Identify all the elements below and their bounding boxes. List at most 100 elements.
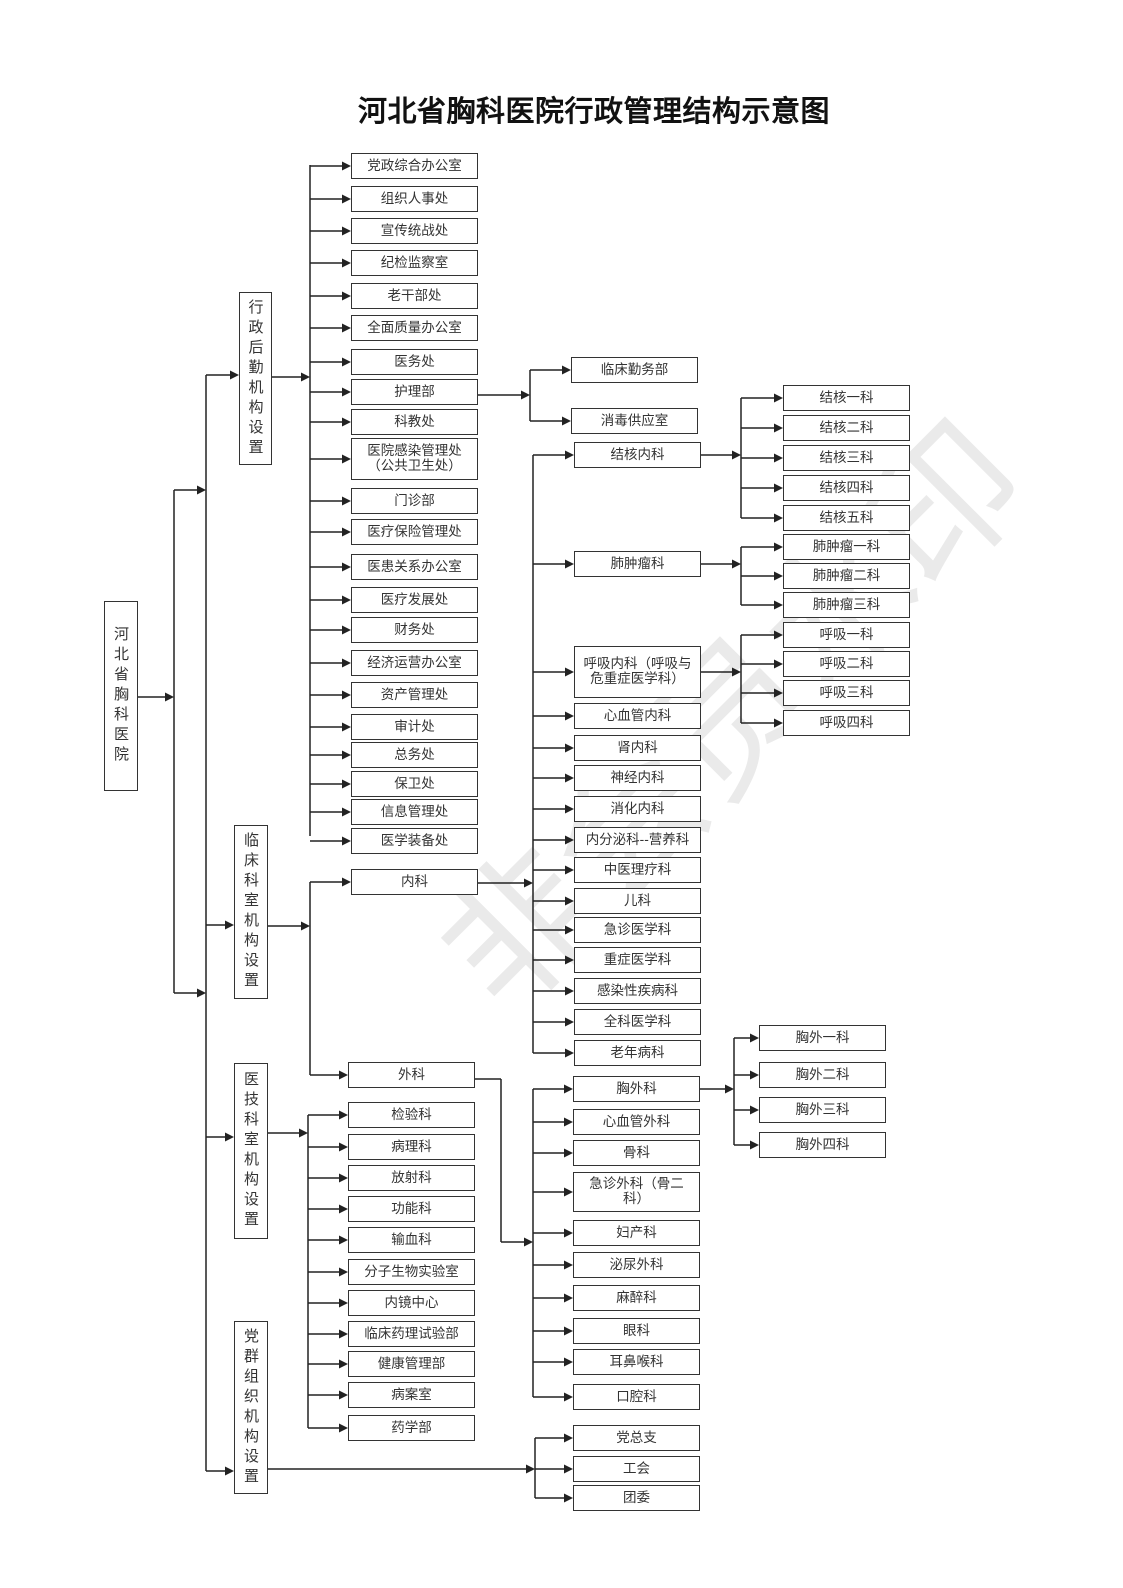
arrowhead-icon (339, 1267, 348, 1277)
arrowhead-icon (564, 1260, 573, 1270)
tb-ward-1: 结核二科 (783, 415, 910, 441)
admin-dept-14: 财务处 (351, 617, 478, 643)
surgery-dept-0: 胸外科 (573, 1076, 700, 1102)
internal-med-3-label: 心血管内科 (603, 707, 672, 724)
arrowhead-icon (564, 1084, 573, 1094)
cat-admin-label: 行政后勤机构设置 (246, 298, 265, 459)
medtech-dept-5: 分子生物实验室 (348, 1259, 475, 1285)
arrowhead-icon (301, 372, 310, 382)
arrowhead-icon (564, 1228, 573, 1238)
admin-dept-3: 纪检监察室 (351, 250, 478, 276)
arrowhead-icon (342, 161, 351, 171)
arrowhead-icon (339, 1173, 348, 1183)
medtech-dept-3: 功能科 (348, 1196, 475, 1222)
internal-med-12-label: 感染性疾病科 (597, 982, 678, 999)
admin-dept-6-label: 医务处 (394, 353, 435, 370)
medtech-dept-6: 内镜中心 (348, 1290, 475, 1316)
cat-medtech-label: 医技科室机构设置 (242, 1071, 260, 1231)
medtech-dept-0-label: 检验科 (391, 1106, 432, 1123)
arrowhead-icon (165, 692, 174, 702)
internal-med-9: 儿科 (574, 888, 701, 914)
internal-med-10-label: 急诊医学科 (603, 921, 672, 938)
arrowhead-icon (339, 1142, 348, 1152)
arrowhead-icon (565, 450, 574, 460)
arrowhead-icon (564, 1326, 573, 1336)
arrowhead-icon (732, 559, 741, 569)
arrowhead-icon (774, 513, 783, 523)
tb-ward-1-label: 结核二科 (819, 419, 874, 436)
arrowhead-icon (225, 920, 234, 930)
admin-dept-1: 组织人事处 (351, 186, 478, 212)
root-node-label: 河北省胸科医院 (112, 626, 130, 766)
arrowhead-icon (197, 485, 206, 495)
party-org-0-label: 党总支 (616, 1429, 657, 1446)
arrowhead-icon (524, 878, 533, 888)
admin-dept-0-label: 党政综合办公室 (367, 157, 462, 174)
arrowhead-icon (565, 865, 574, 875)
arrowhead-icon (562, 416, 571, 426)
admin-dept-13: 医疗发展处 (351, 587, 478, 613)
medtech-dept-1: 病理科 (348, 1134, 475, 1160)
surgery-dept-4-label: 妇产科 (616, 1224, 657, 1241)
chart-title: 河北省胸科医院行政管理结构示意图 (357, 94, 830, 128)
arrowhead-icon (774, 453, 783, 463)
medtech-dept-9-label: 病案室 (391, 1386, 432, 1403)
arrowhead-icon (342, 877, 351, 887)
arrowhead-icon (339, 1110, 348, 1120)
medtech-dept-10-label: 药学部 (391, 1419, 432, 1436)
arrowhead-icon (342, 779, 351, 789)
arrowhead-icon (339, 1390, 348, 1400)
admin-dept-18: 总务处 (351, 742, 478, 768)
arrowhead-icon (774, 542, 783, 552)
lung-tumor-ward-0-label: 肺肿瘤一科 (812, 538, 881, 555)
arrowhead-icon (339, 1204, 348, 1214)
arrowhead-icon (342, 496, 351, 506)
internal-med-1-label: 肺肿瘤科 (610, 555, 665, 572)
arrowhead-icon (342, 527, 351, 537)
arrowhead-icon (225, 1132, 234, 1142)
arrowhead-icon (774, 483, 783, 493)
internal-med-12: 感染性疾病科 (574, 978, 701, 1004)
arrowhead-icon (342, 226, 351, 236)
arrowhead-icon (565, 896, 574, 906)
surgery-dept-4: 妇产科 (573, 1220, 700, 1246)
surgery-dept-9: 口腔科 (573, 1384, 700, 1410)
arrowhead-icon (564, 1493, 573, 1503)
tb-ward-0: 结核一科 (783, 385, 910, 411)
surgery-dept-5: 泌尿外科 (573, 1252, 700, 1278)
medtech-dept-2-label: 放射科 (391, 1169, 432, 1186)
party-org-2-label: 团委 (623, 1489, 650, 1506)
respiratory-ward-3-label: 呼吸四科 (819, 714, 874, 731)
internal-med-8: 中医理疗科 (574, 857, 701, 883)
thoracic-ward-3-label: 胸外四科 (795, 1136, 850, 1153)
medtech-dept-7: 临床药理试验部 (348, 1321, 475, 1347)
medtech-dept-4-label: 输血科 (391, 1231, 432, 1248)
nursing-child-0: 临床勤务部 (571, 357, 698, 383)
internal-med-11-label: 重症医学科 (603, 951, 672, 968)
arrowhead-icon (526, 1464, 535, 1474)
arrowhead-icon (774, 571, 783, 581)
arrowhead-icon (565, 773, 574, 783)
lung-tumor-ward-1: 肺肿瘤二科 (783, 563, 910, 589)
internal-med-4-label: 肾内科 (617, 739, 658, 756)
cat-party-label: 党群组织机构设置 (242, 1327, 260, 1488)
medtech-dept-0: 检验科 (348, 1102, 475, 1128)
thoracic-ward-2-label: 胸外三科 (795, 1101, 850, 1118)
internal-med-13-label: 全科医学科 (603, 1013, 672, 1030)
clinical-group-1-label: 外科 (398, 1066, 425, 1083)
medtech-dept-8: 健康管理部 (348, 1351, 475, 1377)
internal-med-9-label: 儿科 (624, 892, 651, 909)
admin-dept-2-label: 宣传统战处 (380, 222, 449, 239)
clinical-group-0-label: 内科 (401, 873, 428, 890)
cat-admin: 行政后勤机构设置 (239, 292, 272, 465)
admin-dept-14-label: 财务处 (394, 621, 435, 638)
internal-med-2-label: 呼吸内科（呼吸与危重症医学科） (583, 656, 692, 687)
tb-ward-2-label: 结核三科 (819, 449, 874, 466)
lung-tumor-ward-2: 肺肿瘤三科 (783, 592, 910, 618)
arrowhead-icon (299, 1128, 308, 1138)
thoracic-ward-0-label: 胸外一科 (795, 1029, 850, 1046)
arrowhead-icon (564, 1117, 573, 1127)
admin-dept-12-label: 医患关系办公室 (367, 558, 462, 575)
thoracic-ward-3: 胸外四科 (759, 1132, 886, 1158)
party-org-0: 党总支 (573, 1425, 700, 1451)
